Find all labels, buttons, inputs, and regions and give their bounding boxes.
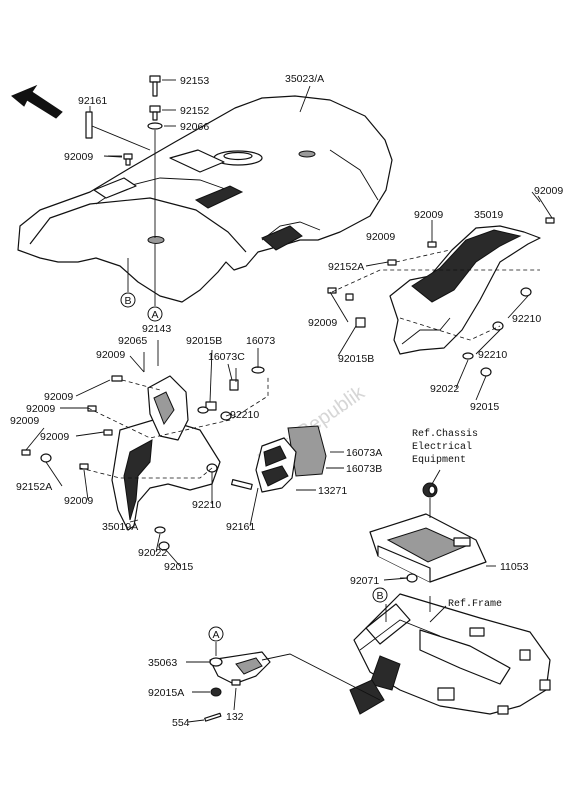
label-92015b-right: 92015B [338, 353, 374, 365]
label-92161-bottom: 92161 [226, 521, 255, 533]
label-92009-right: 92009 [534, 185, 563, 197]
label-92009-r2: 92009 [414, 209, 443, 221]
label-16073: 16073 [246, 335, 275, 347]
label-leaders [25, 155, 541, 723]
label-554: 554 [172, 717, 190, 729]
label-92009-l6: 92009 [64, 495, 93, 507]
reference-texts: Ref.Chassis Electrical Equipment Ref.Fra… [412, 428, 502, 610]
label-92210-r1: 92210 [512, 313, 541, 325]
label-92152a-right: 92152A [328, 261, 364, 273]
label-16073a: 16073A [346, 447, 382, 459]
ref-chassis-line2: Electrical [412, 441, 472, 453]
label-92009-l1: 92009 [96, 349, 125, 361]
label-92143: 92143 [142, 323, 171, 335]
label-92015-bottom: 92015 [164, 561, 193, 573]
ref-chassis-line1: Ref.Chassis [412, 428, 478, 440]
label-92022-bottom: 92022 [138, 547, 167, 559]
label-92065: 92065 [118, 335, 147, 347]
label-92015-right: 92015 [470, 401, 499, 413]
label-92071: 92071 [350, 575, 379, 587]
label-92009-l4: 92009 [10, 415, 39, 427]
ref-frame: Ref.Frame [448, 598, 502, 610]
frame [349, 593, 551, 715]
leaders-top [89, 79, 311, 157]
label-35063: 35063 [148, 657, 177, 669]
hardware-top [85, 75, 163, 238]
label-35023a: 35023/A [285, 73, 324, 85]
label-92210-mid: 92210 [230, 409, 259, 421]
label-92009-l5: 92009 [40, 431, 69, 443]
label-13271: 13271 [318, 485, 347, 497]
label-92152a-left: 92152A [16, 481, 52, 493]
label-92009-top: 92009 [64, 151, 93, 163]
callout-a-label: A [152, 309, 159, 321]
label-11053: 11053 [500, 561, 529, 573]
callout-b-frame: B [372, 587, 388, 603]
callout-a-top: A [147, 244, 163, 322]
callout-b-frame-label: B [377, 590, 384, 602]
label-132: 132 [226, 711, 244, 723]
ref-chassis-line3: Equipment [412, 454, 466, 466]
label-92022-right: 92022 [430, 383, 459, 395]
label-92152: 92152 [180, 105, 209, 117]
label-92066: 92066 [180, 121, 209, 133]
label-92210-bottom: 92210 [192, 499, 221, 511]
label-92015a: 92015A [148, 687, 184, 699]
label-92009-r4: 92009 [308, 317, 337, 329]
label-92153: 92153 [180, 75, 209, 87]
callout-a-bracket-label: A [213, 629, 220, 641]
label-16073c: 16073C [208, 351, 245, 363]
label-35019a: 35019A [102, 521, 138, 533]
bracket-35063 [204, 642, 381, 722]
left-mudguard [21, 340, 269, 551]
label-16073b: 16073B [346, 463, 382, 475]
rear-fender [17, 95, 393, 303]
right-mudguard [327, 195, 555, 377]
callout-b-top: B [120, 258, 136, 308]
label-35019: 35019 [474, 209, 503, 221]
battery-tray [369, 482, 487, 583]
part-labels: 92153 35023/A 92161 92152 92066 92009 92… [10, 73, 563, 729]
label-92210-r2: 92210 [478, 349, 507, 361]
label-92009-l2: 92009 [44, 391, 73, 403]
front-arrow-icon [11, 84, 63, 119]
callout-a-bracket: A [208, 626, 224, 642]
label-92009-l3: 92009 [26, 403, 55, 415]
label-92161-top: 92161 [78, 95, 107, 107]
label-92009-r3: 92009 [366, 231, 395, 243]
label-92015b-mid: 92015B [186, 335, 222, 347]
callout-b-label: B [125, 295, 132, 307]
heat-guards [220, 411, 327, 493]
